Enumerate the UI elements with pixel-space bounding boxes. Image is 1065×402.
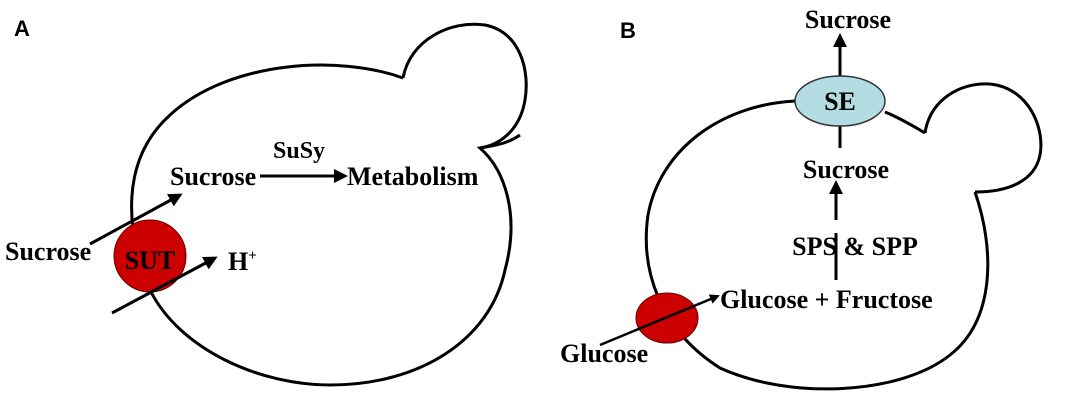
se-transporter	[794, 75, 886, 127]
sucrose-inside-label: Sucrose	[170, 162, 256, 191]
panel-b-label: B	[620, 18, 636, 43]
panel-a-cell-body	[130, 63, 521, 387]
panel-a-cell-bud	[401, 22, 528, 150]
sucrose-exported-label: Sucrose	[805, 5, 891, 34]
glucose-import-arrow	[599, 294, 720, 347]
panel-a: A SUT Sucrose Sucrose SuSy Metabolism H+	[5, 16, 528, 387]
sucrose-outside-label: Sucrose	[5, 237, 91, 266]
susy-label: SuSy	[273, 138, 325, 164]
panel-b: B SE Sucrose Sucrose SPS & SPP Glucose +…	[560, 5, 1043, 391]
panel-a-label: A	[14, 16, 30, 41]
panel-b-cell-body	[644, 99, 990, 391]
metabolism-label: Metabolism	[347, 162, 479, 191]
proton-label: H+	[228, 247, 257, 276]
panel-b-cell-bud	[923, 82, 1043, 194]
proton-import-arrow	[111, 256, 218, 315]
sucrose-inside-label-b: Sucrose	[803, 155, 889, 184]
sut-label: SUT	[125, 246, 176, 275]
se-label: SE	[824, 87, 856, 116]
sps-spp-label: SPS & SPP	[792, 232, 918, 261]
sucrose-import-arrow	[89, 193, 183, 246]
glucose-fructose-label: Glucose + Fructose	[720, 285, 933, 314]
glucose-outside-label: Glucose	[560, 339, 648, 368]
